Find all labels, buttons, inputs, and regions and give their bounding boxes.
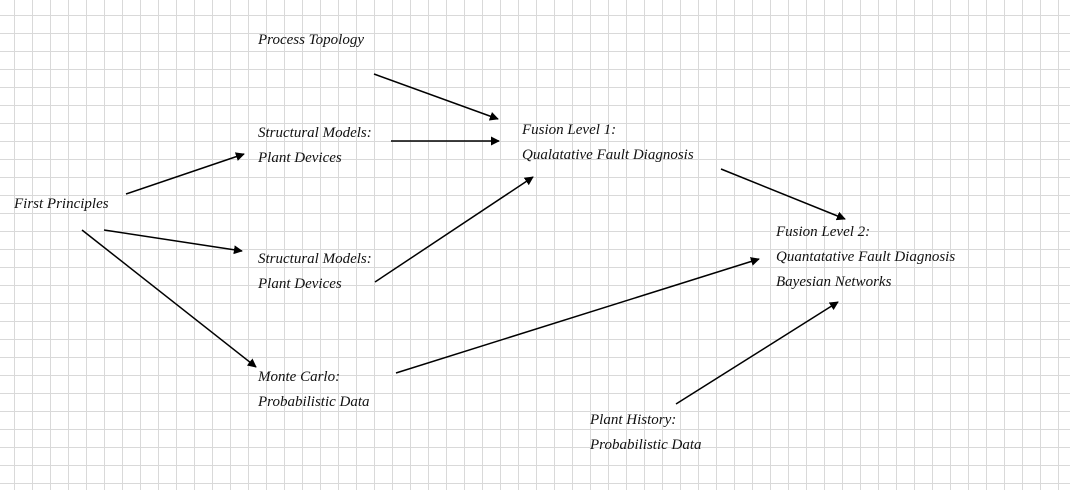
node-structural-upper-line-2: Plant Devices (258, 150, 342, 166)
node-process-topology-line-1: Process Topology (258, 32, 364, 48)
arrow-process-topology-to-fusion-level-1 (373, 73, 499, 121)
node-plant-history: Plant History: Probabilistic Data (590, 408, 702, 458)
node-fusion-level-2-line-1: Fusion Level 2: (776, 224, 871, 240)
node-fusion-level-1: Fusion Level 1: Qualatative Fault Diagno… (522, 118, 694, 168)
node-plant-history-line-1: Plant History: (590, 412, 677, 428)
node-structural-models-lower: Structural Models: Plant Devices (258, 247, 372, 297)
node-first-principles: First Principles (14, 192, 109, 217)
node-first-principles-line-1: First Principles (14, 196, 109, 212)
arrow-monte-carlo-to-fusion-level-2 (395, 257, 760, 374)
node-structural-models-upper: Structural Models: Plant Devices (258, 121, 372, 171)
node-monte-carlo: Monte Carlo: Probabilistic Data (258, 365, 370, 415)
arrow-plant-history-to-fusion-level-2 (675, 301, 839, 405)
node-monte-carlo-line-1: Monte Carlo: (258, 369, 341, 385)
arrow-fusion-level-1-to-fusion-level-2 (720, 168, 846, 221)
node-structural-lower-line-2: Plant Devices (258, 276, 342, 292)
node-structural-upper-line-1: Structural Models: (258, 125, 372, 141)
node-fusion-level-1-line-1: Fusion Level 1: (522, 122, 617, 138)
node-monte-carlo-line-2: Probabilistic Data (258, 394, 370, 410)
node-structural-lower-line-1: Structural Models: (258, 251, 372, 267)
node-plant-history-line-2: Probabilistic Data (590, 437, 702, 453)
arrow-first-principles-to-monte-carlo (81, 229, 257, 368)
node-fusion-level-2: Fusion Level 2: Quantatative Fault Diagn… (776, 220, 955, 295)
arrow-first-principles-to-structural-lower (103, 229, 243, 255)
node-fusion-level-2-line-2: Quantatative Fault Diagnosis (776, 249, 956, 265)
node-process-topology: Process Topology (258, 28, 364, 53)
node-fusion-level-1-line-2: Qualatative Fault Diagnosis (522, 147, 694, 163)
arrow-structural-lower-to-fusion-level-1 (374, 176, 534, 283)
node-fusion-level-2-line-3: Bayesian Networks (776, 274, 892, 290)
arrow-first-principles-to-structural-upper (125, 152, 245, 195)
